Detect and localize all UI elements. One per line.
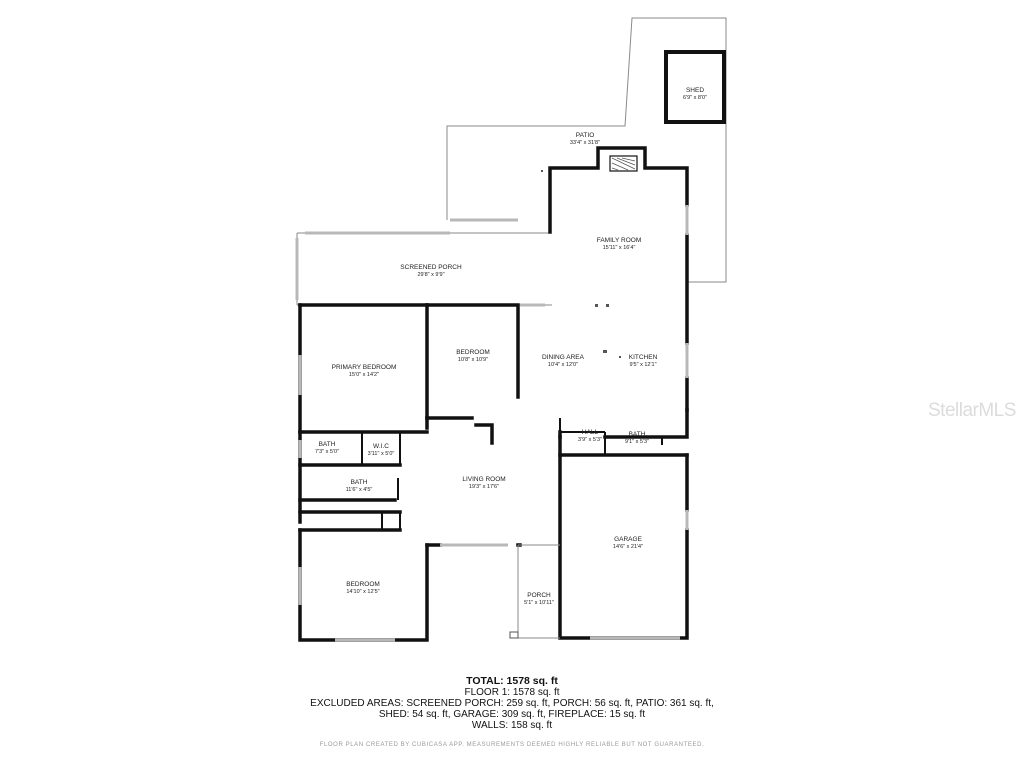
- porch-name: PORCH: [527, 592, 551, 599]
- patio-outline: [446, 17, 727, 283]
- bath-3-dims: 9'1" x 5'3": [625, 439, 649, 445]
- porch-dims: 5'1" x 10'11": [524, 600, 554, 606]
- area-summary: TOTAL: 1578 sq. ft FLOOR 1: 1578 sq. ft …: [0, 675, 1024, 732]
- room-label-hall: HALL 3'9" x 5'3": [578, 429, 602, 443]
- kitchen-name: KITCHEN: [629, 354, 658, 361]
- room-label-shed: SHED 6'9" x 8'0": [683, 87, 707, 101]
- screened-porch-name: SCREENED PORCH: [400, 264, 462, 271]
- porch-outline: [509, 544, 560, 639]
- hall-name: HALL: [582, 429, 599, 436]
- walls: [298, 146, 689, 642]
- patio-dims: 33'4" x 31'8": [570, 140, 600, 146]
- bedroom-3-name: BEDROOM: [346, 581, 380, 588]
- shed-walls: [664, 50, 726, 124]
- room-label-dining-area: DINING AREA 10'4" x 12'0": [542, 354, 585, 368]
- room-label-living-room: LIVING ROOM 19'3" x 17'6": [462, 476, 505, 490]
- kitchen-dims: 9'5" x 12'1": [629, 362, 656, 368]
- room-label-screened-porch: SCREENED PORCH 29'8" x 9'9": [400, 264, 462, 278]
- summary-excluded-line-1: EXCLUDED AREAS: SCREENED PORCH: 259 sq. …: [310, 698, 714, 709]
- hall-dims: 3'9" x 5'3": [578, 437, 602, 443]
- primary-bedroom-dims: 15'0" x 14'2": [349, 372, 379, 378]
- summary-excluded-line-2: SHED: 54 sq. ft, GARAGE: 309 sq. ft, FIR…: [378, 709, 646, 720]
- room-label-bath-2: BATH 11'6" x 4'5": [346, 479, 373, 493]
- bedroom-2-name: BEDROOM: [456, 349, 490, 356]
- family-room-dims: 15'11" x 16'4": [603, 245, 636, 251]
- interior-walls: [361, 418, 663, 530]
- bath-1-name: BATH: [319, 441, 336, 448]
- bedroom-2-dims: 10'8" x 10'9": [458, 357, 488, 363]
- fireplace: [609, 155, 638, 172]
- bedroom-3-dims: 14'10" x 12'5": [346, 589, 379, 595]
- living-room-dims: 19'3" x 17'6": [469, 484, 499, 490]
- room-label-wic: W.I.C 3'11" x 5'0": [368, 443, 395, 457]
- summary-floor: FLOOR 1: 1578 sq. ft: [464, 687, 560, 698]
- patio-name: PATIO: [576, 132, 595, 139]
- bath-2-dims: 11'6" x 4'5": [346, 487, 373, 493]
- dining-area-name: DINING AREA: [542, 354, 585, 361]
- dining-area-dims: 10'4" x 12'0": [548, 362, 578, 368]
- summary-total: TOTAL: 1578 sq. ft: [466, 675, 558, 687]
- living-room-name: LIVING ROOM: [462, 476, 505, 483]
- bath-2-name: BATH: [351, 479, 368, 486]
- shed-name: SHED: [686, 87, 704, 94]
- room-label-family-room: FAMILY ROOM 15'11" x 16'4": [597, 237, 642, 251]
- room-label-garage: GARAGE 14'6" x 21'4": [613, 536, 643, 550]
- room-label-bedroom-2: BEDROOM 10'8" x 10'9": [456, 349, 490, 363]
- room-label-bath-3: BATH 9'1" x 5'3": [625, 431, 649, 445]
- screened-porch-dims: 29'8" x 9'9": [417, 272, 444, 278]
- summary-walls: WALLS: 158 sq. ft: [471, 720, 553, 731]
- garage-dims: 14'6" x 21'4": [613, 544, 643, 550]
- room-label-patio: PATIO 33'4" x 31'8": [570, 132, 600, 146]
- room-label-bath-1: BATH 7'3" x 5'0": [315, 441, 339, 455]
- family-room-name: FAMILY ROOM: [597, 237, 642, 244]
- shed-dims: 6'9" x 8'0": [683, 95, 707, 101]
- room-label-kitchen: KITCHEN 9'5" x 12'1": [629, 354, 658, 368]
- windows: [295, 205, 689, 642]
- room-label-porch: PORCH 5'1" x 10'11": [524, 592, 554, 606]
- wic-name: W.I.C: [373, 443, 389, 450]
- room-label-bedroom-3: BEDROOM 14'10" x 12'5": [346, 581, 380, 595]
- bath-1-dims: 7'3" x 5'0": [315, 449, 339, 455]
- door-markers: [541, 170, 621, 358]
- watermark: StellarMLS: [928, 400, 1016, 421]
- garage-name: GARAGE: [614, 536, 642, 543]
- wic-dims: 3'11" x 5'0": [368, 451, 395, 457]
- bath-3-name: BATH: [629, 431, 646, 438]
- primary-bedroom-name: PRIMARY BEDROOM: [332, 364, 397, 371]
- disclaimer: FLOOR PLAN CREATED BY CUBICASA APP. MEAS…: [319, 742, 705, 748]
- room-label-primary-bedroom: PRIMARY BEDROOM 15'0" x 14'2": [332, 364, 397, 378]
